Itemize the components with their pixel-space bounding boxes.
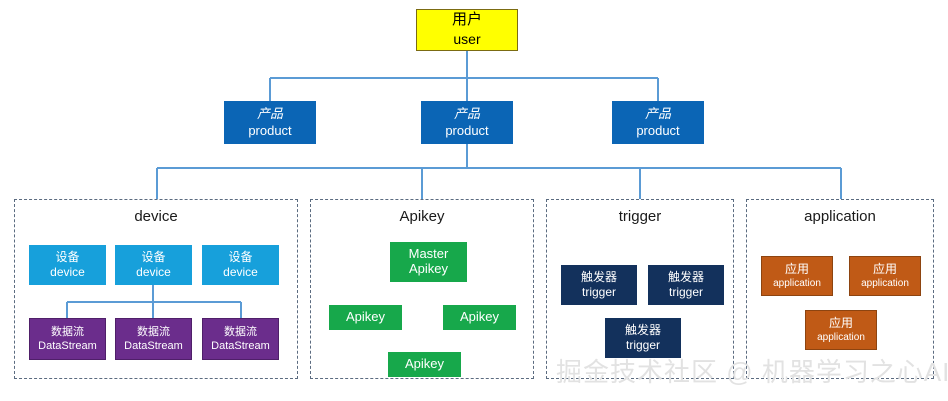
node-device-2[interactable]: 设备 device [115, 245, 192, 285]
node-user-label-cn: 用户 [451, 11, 482, 29]
node-apikey-3[interactable]: Apikey [388, 352, 461, 377]
node-trigger-1[interactable]: 触发器 trigger [561, 265, 637, 305]
node-application-3[interactable]: 应用 application [805, 310, 877, 350]
node-application-2-label-en: application [861, 277, 909, 289]
node-trigger-3-label-en: trigger [625, 337, 660, 352]
node-product-2-label-en: product [445, 122, 489, 138]
node-trigger-1-label-en: trigger [581, 284, 616, 299]
node-trigger-2-label-cn: 触发器 [667, 270, 704, 285]
node-apikey-1[interactable]: Apikey [329, 305, 402, 330]
node-device-1[interactable]: 设备 device [29, 245, 106, 285]
group-application-title: application [804, 208, 876, 225]
node-datastream-2-label-en: DataStream [124, 339, 183, 352]
watermark-text: 掘金技术社区 @ 机器学习之心AI [556, 357, 948, 387]
node-application-1[interactable]: 应用 application [761, 256, 833, 296]
group-trigger [546, 199, 734, 379]
node-application-2[interactable]: 应用 application [849, 256, 921, 296]
group-device [14, 199, 298, 379]
node-device-3[interactable]: 设备 device [202, 245, 279, 285]
node-trigger-2-label-en: trigger [668, 284, 703, 299]
node-datastream-3-label-cn: 数据流 [224, 326, 257, 339]
node-trigger-3[interactable]: 触发器 trigger [605, 318, 681, 358]
node-product-3-label-en: product [636, 122, 680, 138]
node-trigger-3-label-cn: 触发器 [624, 323, 661, 338]
node-user[interactable]: 用户 user [416, 9, 518, 51]
node-product-2-label-cn: 产品 [453, 105, 480, 121]
node-application-1-label-cn: 应用 [784, 262, 809, 277]
node-product-2[interactable]: 产品 product [421, 101, 513, 144]
group-application [746, 199, 934, 379]
node-apikey-2[interactable]: Apikey [443, 305, 516, 330]
node-product-3-label-cn: 产品 [644, 105, 671, 121]
node-device-1-label-en: device [50, 264, 85, 279]
node-datastream-3-label-en: DataStream [211, 339, 270, 352]
node-device-3-label-en: device [223, 264, 258, 279]
node-datastream-2-label-cn: 数据流 [137, 326, 170, 339]
node-application-1-label-en: application [773, 277, 821, 289]
node-master-apikey[interactable]: Master Apikey [390, 242, 467, 282]
group-apikey [310, 199, 534, 379]
node-datastream-3[interactable]: 数据流 DataStream [202, 318, 279, 360]
group-trigger-title: trigger [618, 208, 662, 225]
node-application-3-label-cn: 应用 [828, 316, 853, 331]
node-trigger-2[interactable]: 触发器 trigger [648, 265, 724, 305]
node-datastream-1-label-en: DataStream [38, 339, 97, 352]
node-device-1-label-cn: 设备 [55, 250, 80, 265]
node-apikey-2-label: Apikey [459, 309, 500, 325]
node-device-2-label-cn: 设备 [141, 250, 166, 265]
node-apikey-1-label: Apikey [345, 309, 386, 325]
node-datastream-1-label-cn: 数据流 [51, 326, 84, 339]
node-trigger-1-label-cn: 触发器 [580, 270, 617, 285]
node-device-2-label-en: device [136, 264, 171, 279]
node-master-apikey-line2: Apikey [408, 261, 449, 276]
node-master-apikey-line1: Master [408, 246, 449, 262]
node-product-1[interactable]: 产品 product [224, 101, 316, 144]
group-apikey-title: Apikey [399, 208, 445, 225]
node-product-1-label-cn: 产品 [256, 105, 283, 121]
node-user-label-en: user [453, 31, 481, 48]
node-apikey-3-label: Apikey [404, 356, 445, 372]
node-application-3-label-en: application [817, 331, 865, 343]
node-datastream-2[interactable]: 数据流 DataStream [115, 318, 192, 360]
node-datastream-1[interactable]: 数据流 DataStream [29, 318, 106, 360]
node-application-2-label-cn: 应用 [872, 262, 897, 277]
node-product-3[interactable]: 产品 product [612, 101, 704, 144]
group-device-title: device [134, 208, 178, 225]
node-device-3-label-cn: 设备 [228, 250, 253, 265]
node-product-1-label-en: product [248, 122, 292, 138]
